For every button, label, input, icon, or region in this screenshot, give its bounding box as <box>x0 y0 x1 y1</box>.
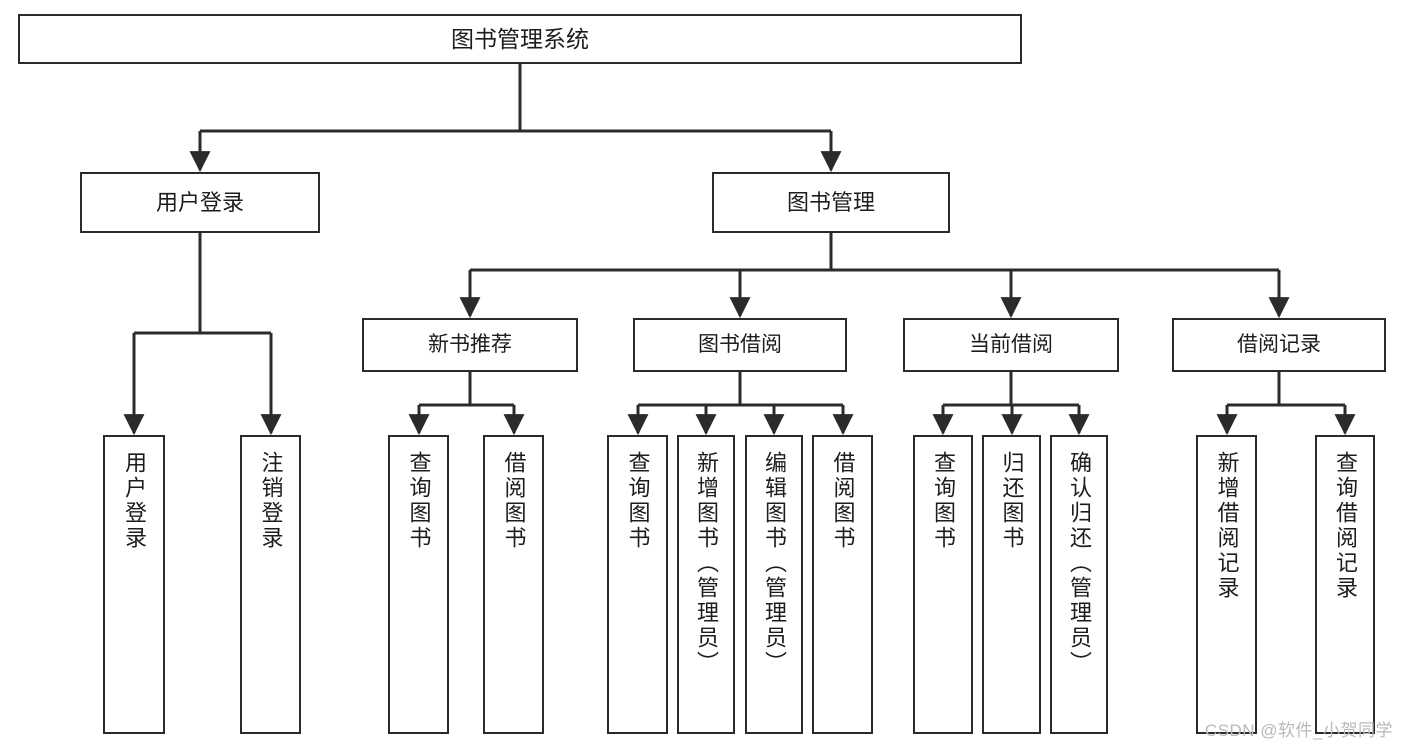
node-leaf-borrow-book-2-label: 借阅图书 <box>830 451 856 551</box>
node-leaf-return-book[interactable]: 归还图书 <box>982 435 1041 734</box>
node-leaf-add-record[interactable]: 新增借阅记录 <box>1196 435 1257 734</box>
node-borrow-record[interactable]: 借阅记录 <box>1172 318 1386 372</box>
csdn-watermark: CSDN @软件_小贺同学 <box>1204 721 1393 740</box>
node-leaf-logout[interactable]: 注销登录 <box>240 435 301 734</box>
node-leaf-borrow-book-2[interactable]: 借阅图书 <box>812 435 873 734</box>
node-leaf-borrow-book-1[interactable]: 借阅图书 <box>483 435 544 734</box>
node-leaf-add-record-label: 新增借阅记录 <box>1214 451 1240 601</box>
node-leaf-query-book-3[interactable]: 查询图书 <box>913 435 973 734</box>
node-user-login[interactable]: 用户登录 <box>80 172 320 233</box>
node-book-manage[interactable]: 图书管理 <box>712 172 950 233</box>
node-leaf-return-book-label: 归还图书 <box>999 451 1025 551</box>
node-root-label: 图书管理系统 <box>451 25 589 52</box>
node-leaf-confirm-return[interactable]: 确认归还（管理员） <box>1050 435 1108 734</box>
node-leaf-query-record-label: 查询借阅记录 <box>1333 451 1358 601</box>
node-leaf-query-book-2[interactable]: 查询图书 <box>607 435 668 734</box>
node-leaf-confirm-return-label: 确认归还（管理员） <box>1067 451 1092 676</box>
node-leaf-logout-label: 注销登录 <box>258 451 284 551</box>
node-root[interactable]: 图书管理系统 <box>18 14 1022 64</box>
node-leaf-query-book-3-label: 查询图书 <box>931 451 956 551</box>
node-leaf-query-record[interactable]: 查询借阅记录 <box>1315 435 1375 734</box>
node-book-manage-label: 图书管理 <box>786 189 875 215</box>
node-leaf-edit-book-label: 编辑图书（管理员） <box>762 451 787 676</box>
node-book-borrow[interactable]: 图书借阅 <box>633 318 847 372</box>
node-leaf-add-book-label: 新增图书（管理员） <box>694 451 719 676</box>
node-borrow-record-label: 借阅记录 <box>1237 332 1321 356</box>
node-book-borrow-label: 图书借阅 <box>698 332 782 356</box>
node-leaf-user-login-label: 用户登录 <box>122 451 147 551</box>
node-current-borrow-label: 当前借阅 <box>969 332 1053 356</box>
node-leaf-user-login[interactable]: 用户登录 <box>103 435 165 734</box>
node-current-borrow[interactable]: 当前借阅 <box>903 318 1119 372</box>
node-user-login-label: 用户登录 <box>155 189 244 215</box>
node-leaf-borrow-book-1-label: 借阅图书 <box>501 451 527 551</box>
node-leaf-add-book[interactable]: 新增图书（管理员） <box>677 435 735 734</box>
node-new-book-rec[interactable]: 新书推荐 <box>362 318 578 372</box>
node-leaf-edit-book[interactable]: 编辑图书（管理员） <box>745 435 803 734</box>
node-new-book-rec-label: 新书推荐 <box>428 332 512 356</box>
node-leaf-query-book-2-label: 查询图书 <box>625 451 651 551</box>
node-leaf-query-book-1[interactable]: 查询图书 <box>388 435 449 734</box>
node-leaf-query-book-1-label: 查询图书 <box>406 451 432 551</box>
